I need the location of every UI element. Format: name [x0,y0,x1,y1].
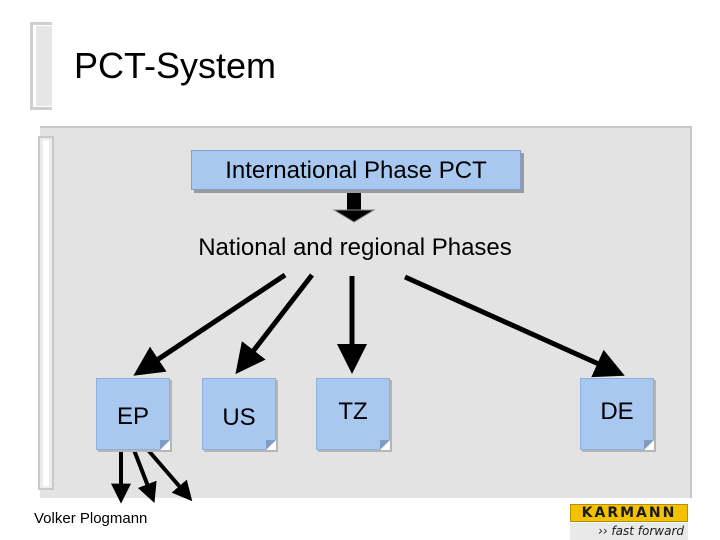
logo-brand: KARMANN [570,504,688,522]
page-fold-corner [644,440,654,450]
slide-title: PCT-System [74,45,277,86]
logo-tagline-text: fast forward [611,524,684,538]
left-decorative-bar-inner [43,140,49,486]
page-fold-corner [380,440,390,450]
international-phase-box: International Phase PCT [191,150,521,190]
footer-author: Volker Plogmann [34,510,148,527]
karmann-logo: KARMANN ›› fast forward [566,500,690,540]
country-label-us: US [222,404,256,431]
logo-tagline: ›› fast forward [570,523,688,540]
chevron-right-icon: ›› [597,524,608,538]
page-fold-corner [266,440,276,450]
country-box-us: US [202,378,276,450]
country-box-tz: TZ [316,378,390,450]
country-label-de: DE [600,398,634,425]
country-box-ep: EP [96,378,170,450]
country-label-tz: TZ [338,398,368,425]
title-bracket-fill [36,26,52,106]
country-box-de: DE [580,378,654,450]
page-fold-corner [160,440,170,450]
country-label-ep: EP [116,403,149,430]
title-bracket-decoration [30,22,52,110]
national-phases-label: National and regional Phases [198,234,512,261]
